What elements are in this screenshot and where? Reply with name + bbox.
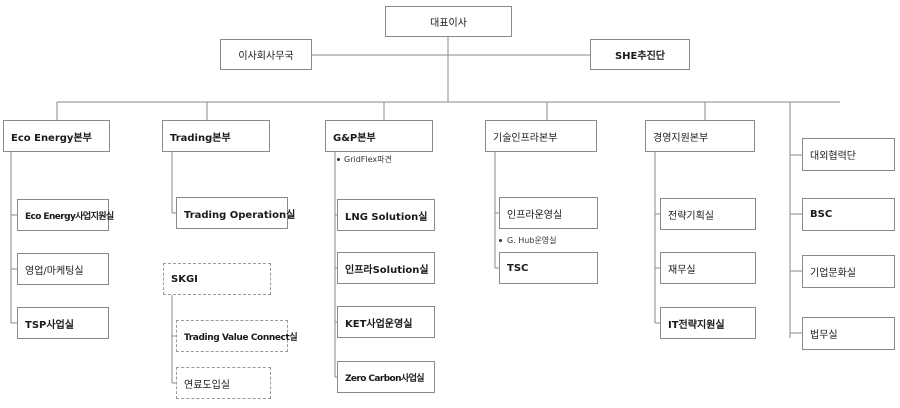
gp-note-bullet [337,158,340,161]
gp-note: GridFlex파견 [344,155,392,164]
management-unit-2-box: 재무실 [660,252,756,284]
trading-division-box: Trading본부 [162,120,270,152]
management-unit-3-box: IT전략지원실 [660,307,756,339]
tech-infra-unit-2-box: TSC [499,252,598,284]
skgi-unit-2-box: 연료도입실 [176,367,271,399]
eco-energy-unit-3-box: TSP사업실 [17,307,109,339]
standalone-unit-1-box: 대외협력단 [802,138,895,171]
she-team-box: SHE추진단 [590,39,690,70]
skgi-unit-1-box: Trading Value Connect실 [176,320,298,352]
skgi-box: SKGI [163,263,271,295]
gp-unit-3-box: KET사업운영실 [337,306,435,338]
eco-energy-unit-1-box: Eco Energy사업지원실 [17,199,114,231]
eco-energy-unit-2-box: 영업/마케팅실 [17,253,109,285]
tech-infra-note-bullet [499,239,502,242]
tech-infra-division-box: 기술인프라본부 [485,120,597,152]
standalone-unit-3-box: 기업문화실 [802,255,895,288]
standalone-unit-2-box: BSC [802,198,895,231]
tech-infra-unit-1-box: 인프라운영실 [499,197,598,229]
eco-energy-division-box: Eco Energy본부 [3,120,110,152]
gp-division-box: G&P본부 [325,120,433,152]
tech-infra-note: G. Hub운영실 [507,236,557,245]
gp-unit-4-box: Zero Carbon사업실 [337,361,435,393]
management-unit-1-box: 전략기획실 [660,198,756,230]
trading-unit-1-box: Trading Operation실 [176,197,295,229]
board-office-box: 이사회사무국 [220,39,312,70]
gp-unit-1-box: LNG Solution실 [337,199,435,231]
management-division-box: 경영지원본부 [645,120,755,152]
gp-unit-2-box: 인프라Solution실 [337,252,435,284]
connector-lines [10,37,840,384]
standalone-unit-4-box: 법무실 [802,317,895,350]
ceo-box: 대표이사 [385,6,512,37]
